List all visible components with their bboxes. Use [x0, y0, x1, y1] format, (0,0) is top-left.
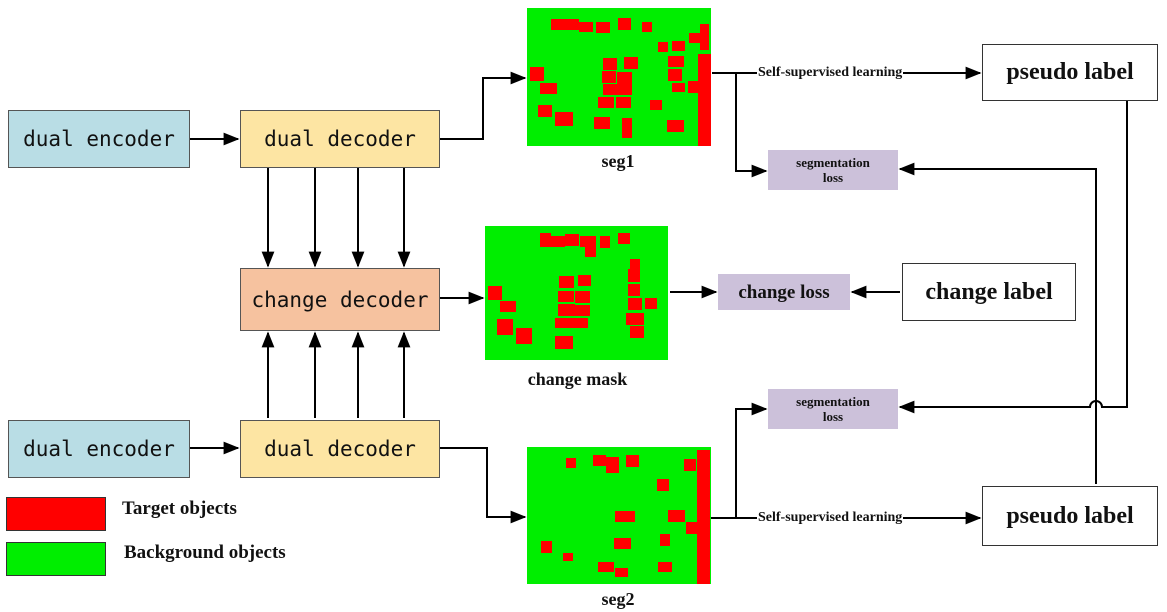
self-supervised-label-bottom: Self-supervised learning — [757, 510, 904, 526]
dual-encoder-bottom: dual encoder — [8, 420, 190, 478]
arrow-seg2-segloss — [735, 402, 768, 518]
arrow-decoder-seg1 — [440, 71, 527, 140]
arrow-decoder-seg2 — [440, 447, 527, 524]
arrow-seg1-segloss — [735, 73, 768, 178]
change-loss: change loss — [718, 274, 850, 310]
arrow-pseudo-bottom-segloss-top — [898, 162, 1097, 484]
self-supervised-label-top: Self-supervised learning — [757, 65, 904, 81]
segmentation-loss-bottom: segmentation loss — [768, 389, 898, 429]
legend-target-swatch — [6, 497, 106, 531]
pseudo-label-bottom: pseudo label — [982, 486, 1158, 546]
legend-background-label: Background objects — [124, 542, 286, 563]
legend-target-label: Target objects — [122, 498, 237, 519]
dual-decoder-bottom: dual decoder — [240, 420, 440, 478]
segmentation-loss-bottom-line2: loss — [822, 409, 844, 424]
segmentation-loss-top: segmentation loss — [768, 150, 898, 190]
legend-background-swatch — [6, 542, 106, 576]
change-mask-caption: change mask — [527, 369, 628, 389]
segmentation-loss-top-line1: segmentation — [796, 155, 870, 170]
dual-decoder-top: dual decoder — [240, 110, 440, 168]
seg1-caption: seg1 — [601, 151, 635, 171]
change-decoder: change decoder — [240, 268, 440, 331]
seg2-caption: seg2 — [601, 589, 635, 609]
pseudo-label-top: pseudo label — [982, 44, 1158, 101]
dual-encoder-top: dual encoder — [8, 110, 190, 168]
segmentation-loss-top-line2: loss — [822, 170, 844, 185]
segmentation-loss-bottom-line1: segmentation — [796, 394, 870, 409]
change-label: change label — [902, 263, 1076, 321]
